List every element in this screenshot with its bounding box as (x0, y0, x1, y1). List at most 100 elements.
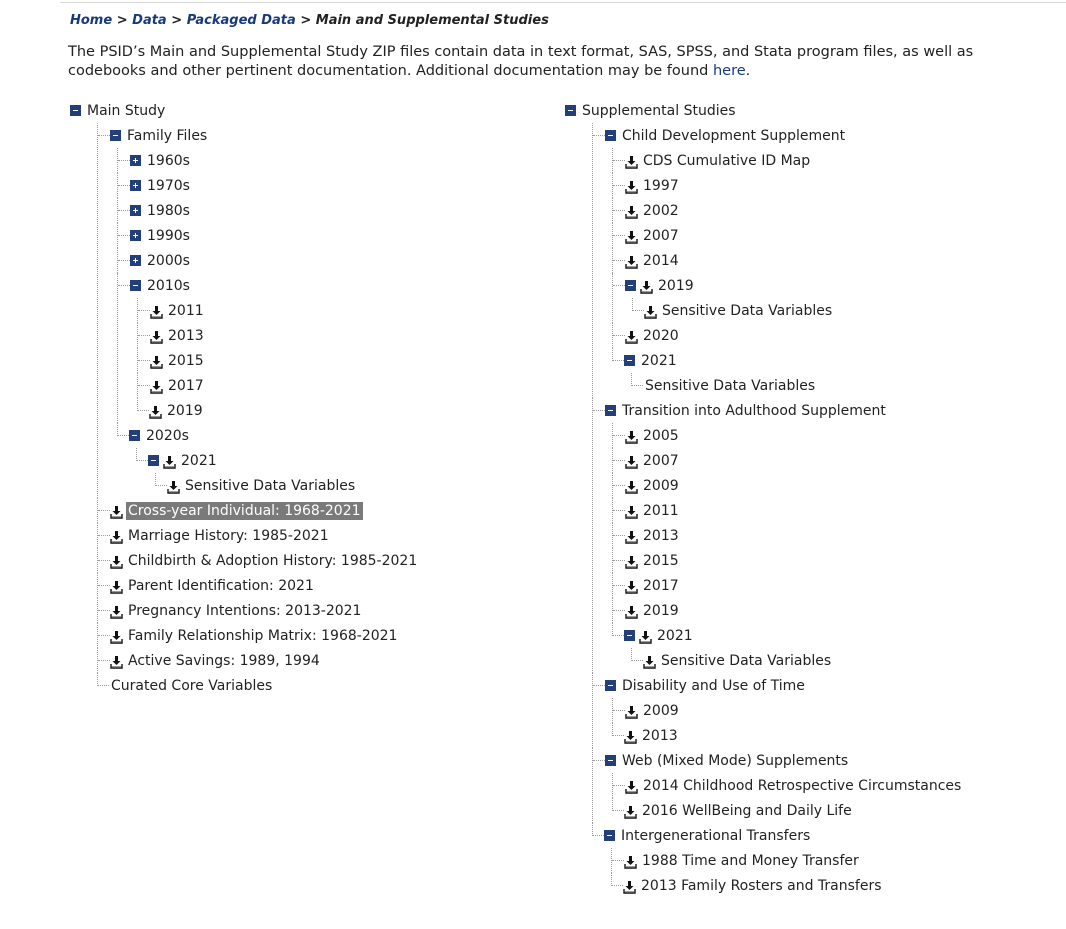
download-icon[interactable] (150, 304, 163, 319)
file-link[interactable]: 1988 Time and Money Transfer (642, 852, 859, 869)
minus-box-icon[interactable] (70, 105, 81, 116)
download-icon[interactable] (625, 779, 638, 794)
download-icon[interactable] (150, 354, 163, 369)
download-icon[interactable] (149, 404, 162, 419)
download-icon[interactable] (625, 604, 638, 619)
download-icon[interactable] (625, 329, 638, 344)
download-icon[interactable] (625, 429, 638, 444)
download-icon[interactable] (150, 329, 163, 344)
download-icon[interactable] (624, 804, 637, 819)
file-link[interactable]: Sensitive Data Variables (661, 652, 832, 669)
plus-box-icon[interactable] (130, 205, 141, 216)
node-label[interactable]: 2021 (641, 352, 677, 369)
documentation-link[interactable]: here (712, 63, 746, 79)
download-icon[interactable] (625, 704, 638, 719)
node-label[interactable]: Supplemental Studies (582, 102, 736, 119)
breadcrumb-home[interactable]: Home (70, 13, 113, 28)
file-link[interactable]: 2021 (181, 452, 217, 469)
node-label[interactable]: Family Files (127, 127, 208, 144)
file-link[interactable]: Parent Identification: 2021 (128, 577, 314, 594)
node-label[interactable]: Transition into Adulthood Supplement (622, 402, 886, 419)
node-label[interactable]: Sensitive Data Variables (645, 377, 816, 394)
download-icon[interactable] (150, 379, 163, 394)
download-icon[interactable] (167, 479, 180, 494)
node-label[interactable]: Intergenerational Transfers (621, 827, 811, 844)
minus-box-icon[interactable] (110, 130, 121, 141)
file-link[interactable]: 2015 (643, 552, 679, 569)
file-link[interactable]: Sensitive Data Variables (185, 477, 356, 494)
file-link[interactable]: 2014 Childhood Retrospective Circumstanc… (643, 777, 962, 794)
node-label[interactable]: Main Study (87, 102, 166, 119)
plus-box-icon[interactable] (130, 180, 141, 191)
download-icon[interactable] (110, 554, 123, 569)
file-link[interactable]: 2016 WellBeing and Daily Life (642, 802, 852, 819)
node-label[interactable]: 2010s (147, 277, 190, 294)
download-icon[interactable] (640, 279, 653, 294)
node-label[interactable]: 1960s (147, 152, 190, 169)
minus-box-icon[interactable] (604, 830, 615, 841)
download-icon[interactable] (625, 504, 638, 519)
file-link[interactable]: Pregnancy Intentions: 2013-2021 (128, 602, 362, 619)
minus-box-icon[interactable] (605, 680, 616, 691)
file-link[interactable]: Childbirth & Adoption History: 1985-2021 (128, 552, 418, 569)
file-link[interactable]: 2021 (657, 627, 693, 644)
download-icon[interactable] (110, 629, 123, 644)
breadcrumb-packaged-data[interactable]: Packaged Data (186, 13, 296, 28)
file-link[interactable]: 2009 (643, 702, 679, 719)
download-icon[interactable] (110, 654, 123, 669)
minus-box-icon[interactable] (605, 405, 616, 416)
breadcrumb-data[interactable]: Data (132, 13, 167, 28)
file-link[interactable]: Active Savings: 1989, 1994 (128, 652, 320, 669)
download-icon[interactable] (625, 179, 638, 194)
file-link[interactable]: 2019 (167, 402, 203, 419)
file-link[interactable]: Marriage History: 1985-2021 (128, 527, 329, 544)
file-link[interactable]: 2007 (643, 452, 679, 469)
file-link[interactable]: 2014 (643, 252, 679, 269)
minus-box-icon[interactable] (565, 105, 576, 116)
download-icon[interactable] (625, 479, 638, 494)
download-icon[interactable] (110, 579, 123, 594)
download-icon[interactable] (110, 604, 123, 619)
download-icon[interactable] (110, 504, 123, 519)
file-link[interactable]: 2002 (643, 202, 679, 219)
file-link[interactable]: 2013 (643, 527, 679, 544)
file-link[interactable]: 2017 (643, 577, 679, 594)
download-icon[interactable] (624, 729, 637, 744)
file-link[interactable]: 2019 (643, 602, 679, 619)
file-link[interactable]: Sensitive Data Variables (662, 302, 833, 319)
minus-box-icon[interactable] (148, 455, 159, 466)
file-link[interactable]: Family Relationship Matrix: 1968-2021 (128, 627, 398, 644)
download-icon[interactable] (644, 304, 657, 319)
file-link[interactable]: 2005 (643, 427, 679, 444)
minus-box-icon[interactable] (624, 355, 635, 366)
download-icon[interactable] (625, 254, 638, 269)
download-icon[interactable] (639, 629, 652, 644)
node-label[interactable]: 1990s (147, 227, 190, 244)
download-icon[interactable] (625, 204, 638, 219)
file-link[interactable]: CDS Cumulative ID Map (643, 152, 811, 169)
file-link[interactable]: 2017 (168, 377, 204, 394)
download-icon[interactable] (625, 454, 638, 469)
node-label[interactable]: 2000s (147, 252, 190, 269)
file-link[interactable]: 2007 (643, 227, 679, 244)
minus-box-icon[interactable] (129, 430, 140, 441)
file-link[interactable]: 2013 Family Rosters and Transfers (641, 877, 882, 894)
file-link[interactable]: 2013 (642, 727, 678, 744)
plus-box-icon[interactable] (130, 155, 141, 166)
download-icon[interactable] (625, 154, 638, 169)
download-icon[interactable] (624, 854, 637, 869)
file-link[interactable]: 2011 (168, 302, 204, 319)
download-icon[interactable] (110, 529, 123, 544)
download-icon[interactable] (163, 454, 176, 469)
file-link[interactable]: 2011 (643, 502, 679, 519)
minus-box-icon[interactable] (625, 280, 636, 291)
node-label[interactable]: Disability and Use of Time (622, 677, 805, 694)
minus-box-icon[interactable] (605, 755, 616, 766)
file-link[interactable]: 2009 (643, 477, 679, 494)
plus-box-icon[interactable] (130, 255, 141, 266)
download-icon[interactable] (623, 879, 636, 894)
node-label[interactable]: 1980s (147, 202, 190, 219)
file-link[interactable]: 2020 (643, 327, 679, 344)
file-link[interactable]: 2013 (168, 327, 204, 344)
download-icon[interactable] (625, 554, 638, 569)
